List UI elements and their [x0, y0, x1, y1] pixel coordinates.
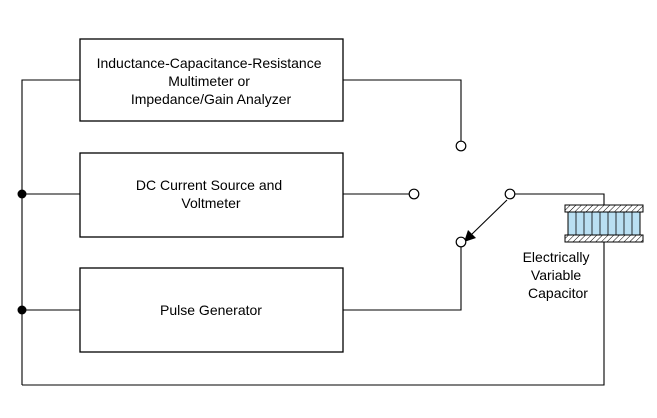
junction-node-pulse	[17, 305, 27, 315]
pulse-terminal	[455, 236, 467, 248]
dc-source-label-line1: DC Current Source and	[136, 177, 282, 193]
junction-node-dc	[17, 189, 27, 199]
variable-capacitor	[564, 204, 644, 243]
bottom-return-wire	[22, 242, 605, 386]
svg-text:Inductance-Capacitance-Resista: Inductance-Capacitance-Resistance Multim…	[97, 55, 326, 107]
svg-text:Pulse Generator: Pulse Generator	[160, 302, 262, 318]
dc-source-label-line2: Voltmeter	[181, 195, 240, 211]
capacitor-label-line1: Electrically	[523, 249, 590, 265]
switch-arrowhead	[464, 230, 476, 242]
lcr-right-wire	[343, 79, 462, 141]
capacitor-label-line2: Variable	[531, 267, 582, 283]
capacitor-label: Electrically Variable Capacitor	[523, 249, 594, 301]
lcr-terminal	[455, 140, 467, 152]
dc-current-source-block: DC Current Source and Voltmeter	[79, 152, 344, 238]
capacitor-dielectric	[567, 211, 641, 236]
pulse-generator-label: Pulse Generator	[160, 302, 262, 318]
switch-common-terminal	[504, 188, 516, 200]
left-bus-wire	[21, 79, 80, 385]
lcr-meter-block: Inductance-Capacitance-Resistance Multim…	[79, 38, 344, 122]
capacitor-label-line3: Capacitor	[528, 285, 588, 301]
lcr-meter-label-line2: Multimeter or	[168, 73, 250, 89]
svg-text:DC Current Source and Vo: DC Current Source and Voltmeter	[136, 177, 286, 211]
switch-to-capacitor-wire	[515, 193, 605, 205]
pulse-right-wire	[343, 247, 462, 311]
lcr-meter-label-line3: Impedance/Gain Analyzer	[131, 91, 292, 107]
pulse-generator-block: Pulse Generator	[79, 267, 344, 353]
lcr-meter-label-line1: Inductance-Capacitance-Resistance	[97, 55, 322, 71]
switch-blade	[469, 199, 508, 237]
dc-terminal	[408, 188, 420, 200]
